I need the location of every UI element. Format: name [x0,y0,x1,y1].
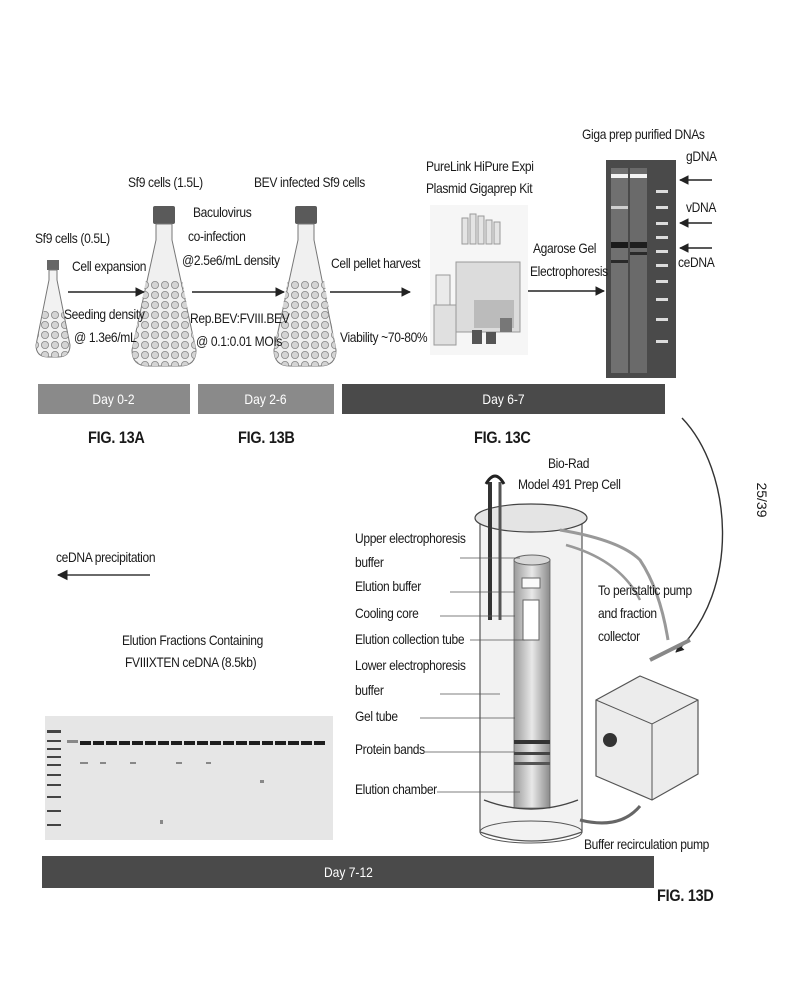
label-giga-prep: Giga prep purified DNAs [582,126,705,142]
small-flask [35,260,71,358]
recirculation-pump [595,638,699,801]
label-viability: Viability ~70-80% [340,329,428,345]
label-bev-infected: BEV infected Sf9 cells [254,174,365,190]
label-moi: @ 0.1:0.01 MOIs [196,333,283,349]
label-buffer-recirculation-pump: Buffer recirculation pump [584,836,710,852]
label-elution-chamber: Elution chamber [355,781,437,797]
label-agarose-gel: Agarose Gel [533,240,597,256]
label-elution-fractions-1: Elution Fractions Containing [122,632,263,648]
label-cedna-precipitation: ceDNA precipitation [56,549,156,565]
fig-13d-label: FIG. 13D [657,886,714,905]
label-bev-ratio: Rep.BEV:FVIII.BEV [190,310,290,326]
label-cell-pellet-harvest: Cell pellet harvest [331,255,421,271]
page-number: 25/39 [754,482,770,518]
label-electrophoresis: Electrophoresis [530,263,608,279]
timeline-day-7-12: Day 7-12 [42,856,654,888]
fig-13b-label: FIG. 13B [238,428,295,447]
label-lower-buffer-1: Lower electrophoresis [355,657,466,673]
label-coinfection: co-infection [188,228,246,244]
label-bio-rad: Bio-Rad [548,455,590,471]
label-kit-line1: PureLink HiPure Expi [426,158,534,174]
prep-cell-apparatus [474,474,670,844]
label-seeding-density: Seeding density [64,306,145,322]
label-cooling-core: Cooling core [355,605,419,621]
timeline-day-6-7: Day 6-7 [342,384,665,414]
label-gel-tube: Gel tube [355,708,398,724]
label-cedna: ceDNA [678,254,715,270]
label-baculovirus: Baculovirus [193,204,252,220]
large-flask-2 [273,206,337,367]
label-vdna: vDNA [686,199,717,215]
label-upper-buffer-1: Upper electrophoresis [355,530,466,546]
label-elution-collection-tube: Elution collection tube [355,631,465,647]
label-gdna: gDNA [686,148,717,164]
label-elution-fractions-2: FVIIIXTEN ceDNA (8.5kb) [125,654,257,670]
fig-13c-label: FIG. 13C [474,428,531,447]
label-and-fraction: and fraction [598,605,657,621]
label-seeding-value: @ 1.3e6/mL [74,329,137,345]
timeline-day-2-6: Day 2-6 [198,384,334,414]
label-kit-line2: Plasmid Gigaprep Kit [426,180,533,196]
label-lower-buffer-2: buffer [355,682,384,698]
elution-fractions-gel [45,716,333,840]
fig-13a-label: FIG. 13A [88,428,145,447]
label-sf9-small: Sf9 cells (0.5L) [35,230,110,246]
label-cell-expansion: Cell expansion [72,258,147,274]
label-collector: collector [598,628,640,644]
label-upper-buffer-2: buffer [355,554,384,570]
label-to-peristaltic-pump: To peristaltic pump [598,582,692,598]
large-flask-1 [131,206,197,367]
label-model-491: Model 491 Prep Cell [518,476,621,492]
label-sf9-large: Sf9 cells (1.5L) [128,174,203,190]
label-coinfection-density: @2.5e6/mL density [182,252,280,268]
giga-prep-gel [606,160,676,378]
timeline-day-0-2: Day 0-2 [38,384,190,414]
label-protein-bands: Protein bands [355,741,425,757]
label-elution-buffer: Elution buffer [355,578,421,594]
gigaprep-kit-photo [430,205,528,355]
